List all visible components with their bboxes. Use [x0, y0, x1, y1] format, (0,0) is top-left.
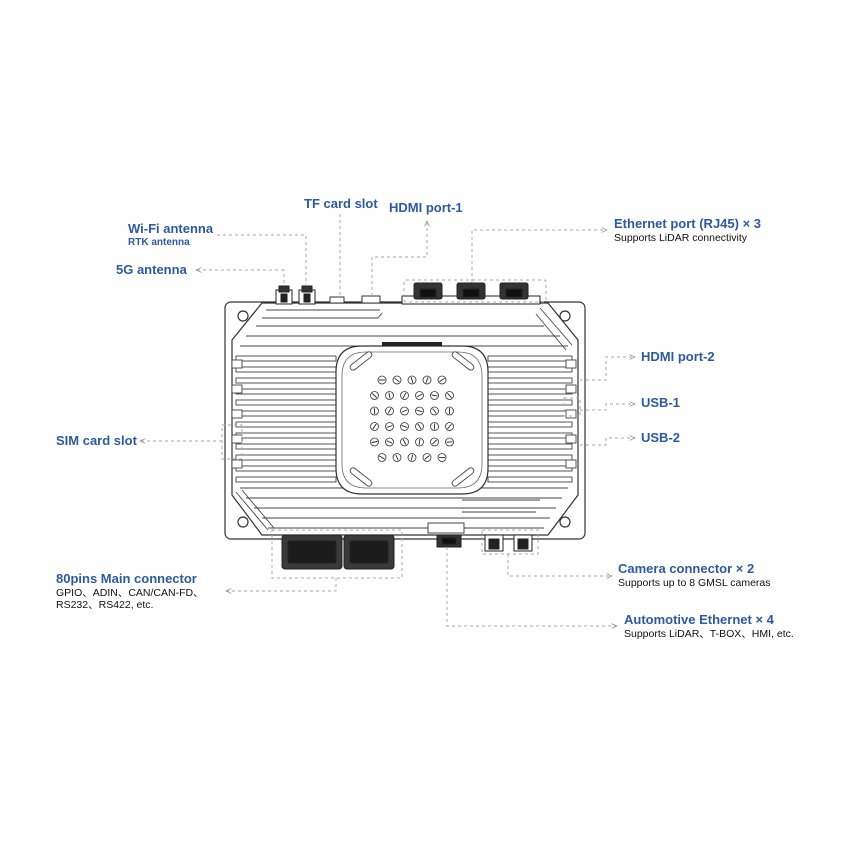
heatsink-fin	[235, 366, 337, 373]
heatsink-fin	[235, 388, 337, 395]
grille-dot	[400, 391, 409, 400]
heatsink-fin	[235, 399, 337, 406]
heatsink-fin	[235, 476, 337, 483]
rj45-port-1-icon	[401, 282, 541, 305]
bottom-port-bezel	[427, 522, 465, 534]
5g-antenna-label: 5G antenna	[116, 262, 187, 277]
heatsink-fin	[235, 421, 337, 428]
fan-plate	[335, 342, 489, 495]
heatsink-fin	[487, 355, 573, 362]
grille-dot	[430, 437, 439, 447]
heatsink-fin	[487, 410, 573, 417]
grille-dot	[385, 391, 394, 400]
heatsink-fin	[487, 454, 573, 461]
antenna-connector-5g-icon	[275, 285, 293, 305]
grille-dot	[377, 453, 387, 462]
housing-chamfer-top	[240, 307, 573, 351]
heatsink-fin	[487, 366, 573, 373]
main-connector-label: 80pins Main connector	[56, 571, 197, 586]
grille-dot	[445, 422, 454, 431]
housing-chamfer-bottom	[235, 487, 568, 531]
grille-dot	[415, 391, 424, 400]
grille-dot	[400, 406, 409, 416]
heatsink-fin	[235, 443, 337, 450]
grille-dot	[430, 391, 439, 400]
heatsink-fin	[487, 476, 573, 483]
grille-dot	[422, 453, 432, 462]
side-fin-tabs	[231, 359, 577, 469]
grille-dot	[415, 406, 424, 416]
heatsink-fin	[487, 465, 573, 472]
heatsink-fin	[235, 377, 337, 384]
grille-dot	[445, 406, 454, 416]
grille-dot	[385, 422, 394, 431]
heatsink-fin	[487, 377, 573, 384]
heatsink-fin	[235, 465, 337, 472]
grille-dot	[430, 422, 439, 431]
grille-dot	[400, 437, 409, 447]
heatsink-fin	[487, 443, 573, 450]
main-connector-icon	[281, 534, 395, 570]
heatsink-fin	[235, 355, 337, 362]
rtk-antenna-label: RTK antenna	[128, 237, 190, 248]
leader-lines	[140, 214, 635, 626]
usb-2-label: USB-2	[641, 430, 681, 445]
heatsink-fin	[235, 410, 337, 417]
grille-dot	[445, 391, 454, 400]
grille-dot	[370, 406, 379, 416]
camera-connector-label: Camera connector × 2	[618, 561, 755, 576]
grille-dot	[445, 437, 454, 447]
antenna-connector-wifi-icon	[298, 285, 316, 305]
gmsl-connector-1-icon	[484, 534, 504, 552]
automotive-ethernet-label: Automotive Ethernet × 4	[624, 612, 774, 627]
ethernet-rj45-label: Ethernet port (RJ45) × 3	[614, 216, 762, 231]
heatsink-fin	[235, 454, 337, 461]
grille-dot	[400, 422, 409, 431]
main-connector-sublabel-2: RS232、RS422, etc.	[56, 599, 154, 611]
automotive-ethernet-connector-icon	[436, 534, 462, 548]
rj45-port-3-icon	[499, 282, 529, 300]
grille-dot	[370, 422, 379, 431]
grille-dot	[437, 453, 447, 462]
camera-connector-sublabel: Supports up to 8 GMSL cameras	[618, 577, 771, 589]
wifi-antenna-label: Wi-Fi antenna	[128, 221, 214, 236]
heatsink-fin	[487, 388, 573, 395]
fan-grille-icon	[370, 375, 454, 462]
gmsl-connector-2-icon	[513, 534, 533, 552]
grille-dot	[385, 437, 394, 447]
grille-dot	[422, 375, 432, 385]
grille-dot	[392, 375, 402, 385]
grille-dot	[407, 375, 417, 385]
hdmi-port-1-icon	[361, 295, 381, 304]
heatsink-fin	[487, 399, 573, 406]
hdmi-port-2-label: HDMI port-2	[641, 349, 715, 364]
heatsink-fin	[487, 421, 573, 428]
hdmi-port-1-label: HDMI port-1	[389, 200, 463, 215]
ethernet-rj45-sublabel: Supports LiDAR connectivity	[614, 232, 748, 244]
grille-dot	[415, 437, 424, 447]
heatsink-fin	[487, 432, 573, 439]
automotive-ethernet-sublabel: Supports LiDAR、T-BOX、HMI, etc.	[624, 628, 794, 640]
grille-dot	[392, 453, 402, 462]
grille-dot	[415, 422, 424, 431]
grille-dot	[385, 406, 394, 416]
grille-dot	[430, 406, 439, 416]
main-connector-sublabel-1: GPIO、ADIN、CAN/CAN-FD、	[56, 587, 204, 599]
tf-card-slot-label: TF card slot	[304, 196, 378, 211]
grille-dot	[407, 453, 417, 462]
usb-1-label: USB-1	[641, 395, 681, 410]
grille-dot	[437, 375, 447, 385]
rj45-port-2-icon	[456, 282, 486, 300]
heatsink-fin	[235, 432, 337, 439]
tf-card-slot-icon	[329, 296, 345, 304]
grille-dot	[370, 437, 379, 447]
grille-dot	[377, 375, 387, 385]
grille-dot	[370, 391, 379, 400]
sim-card-slot-label: SIM card slot	[56, 433, 137, 448]
